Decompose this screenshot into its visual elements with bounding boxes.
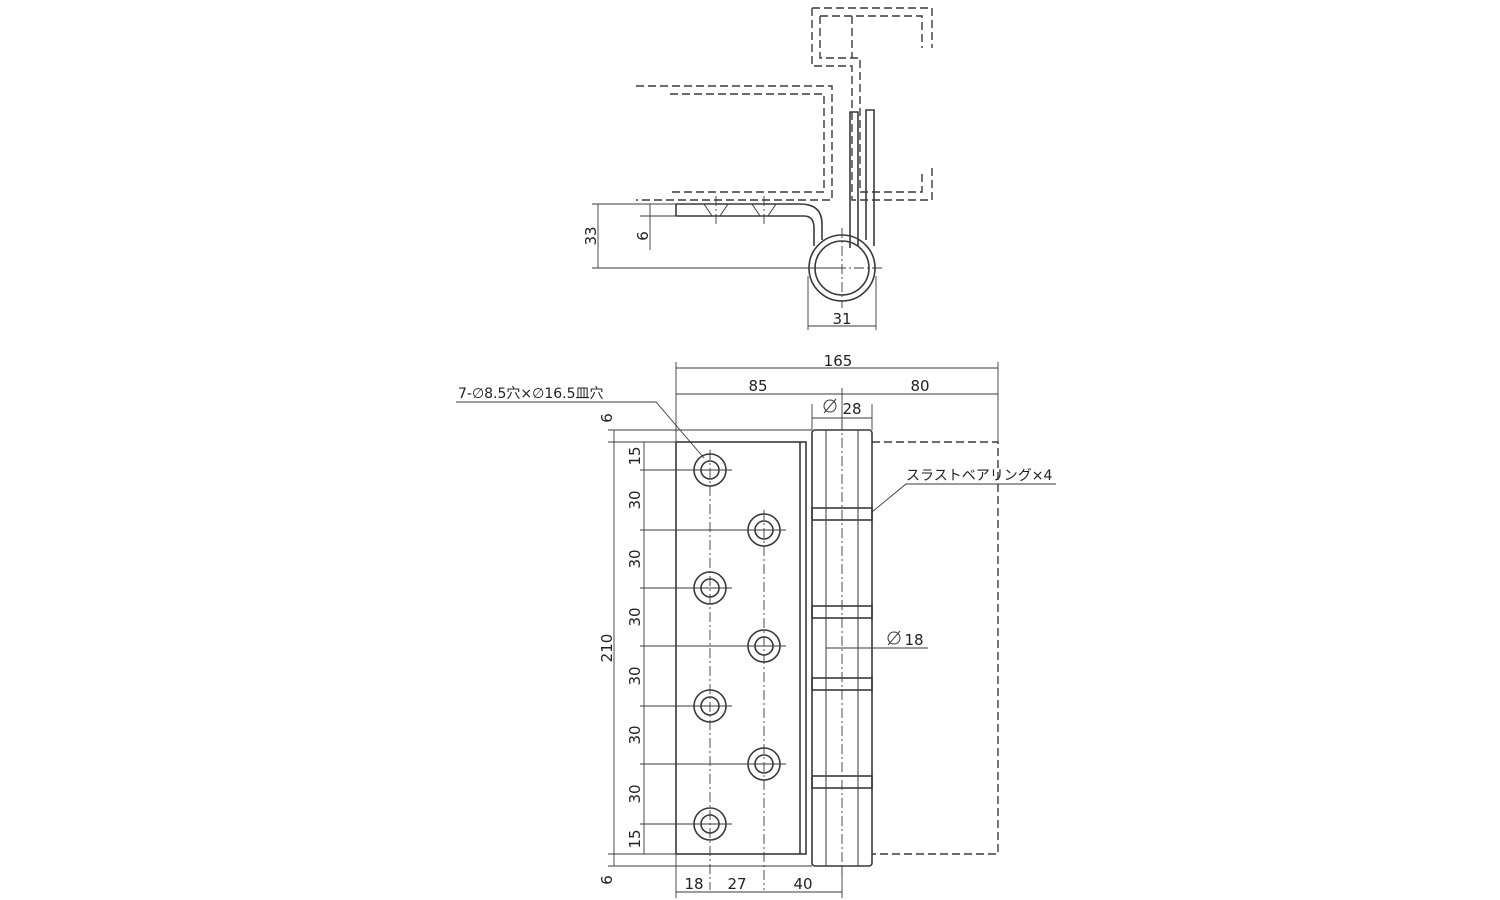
dim-165: 165 xyxy=(824,352,853,370)
front-view: 165 85 80 28 18 210 xyxy=(456,352,1056,898)
bearing-spec-callout: スラストベアリング×4 xyxy=(871,468,1056,513)
dim-85: 85 xyxy=(748,377,767,395)
dim-27: 27 xyxy=(727,875,746,893)
dim-dia-18: 18 xyxy=(904,631,923,649)
hole-spec-label: 7-∅8.5穴×∅16.5皿穴 xyxy=(458,386,604,402)
door-extent-outline xyxy=(872,441,999,855)
dim-hole-spacing: 15 xyxy=(626,446,644,465)
diameter-symbol xyxy=(887,630,901,646)
dim-hole-spacing: 30 xyxy=(626,725,644,744)
bearing-spec-label: スラストベアリング×4 xyxy=(906,468,1052,484)
dim-33: 33 xyxy=(582,226,600,245)
door-leaf-outline xyxy=(636,85,833,201)
dim-6-bottom: 6 xyxy=(598,875,616,885)
dim-hole-spacing: 15 xyxy=(626,829,644,848)
front-bottom-dimensions: 18 27 40 xyxy=(675,854,843,898)
section-dimensions: 33 6 31 xyxy=(582,203,877,330)
dim-18: 18 xyxy=(684,875,703,893)
diameter-symbol xyxy=(823,398,837,414)
dim-hole-spacing: 30 xyxy=(626,666,644,685)
dim-6-section: 6 xyxy=(634,231,652,241)
dim-hole-spacing: 30 xyxy=(626,784,644,803)
front-left-dimensions: 210 6 6 15 30 30 30 30 30 30 15 xyxy=(598,413,812,885)
section-view: 33 6 31 xyxy=(582,7,933,330)
pin-diameter-callout: 18 xyxy=(826,630,928,649)
front-top-dimensions: 165 85 80 28 xyxy=(675,352,999,442)
door-frame-outline xyxy=(811,7,933,201)
dim-hole-spacing: 30 xyxy=(626,490,644,509)
dim-6-top: 6 xyxy=(598,413,616,423)
dim-210: 210 xyxy=(598,634,616,663)
dim-31: 31 xyxy=(832,310,851,328)
hinge-leaf-section xyxy=(675,109,875,248)
dim-40: 40 xyxy=(793,875,812,893)
dim-hole-spacing: 30 xyxy=(626,549,644,568)
thrust-bearings xyxy=(811,507,873,789)
hinge-leaf-plate xyxy=(675,441,807,855)
dim-dia-28: 28 xyxy=(842,400,861,418)
hole-spec-callout: 7-∅8.5穴×∅16.5皿穴 xyxy=(456,386,705,459)
mounting-holes xyxy=(640,450,786,890)
dim-hole-spacing: 30 xyxy=(626,607,644,626)
dim-80: 80 xyxy=(910,377,929,395)
